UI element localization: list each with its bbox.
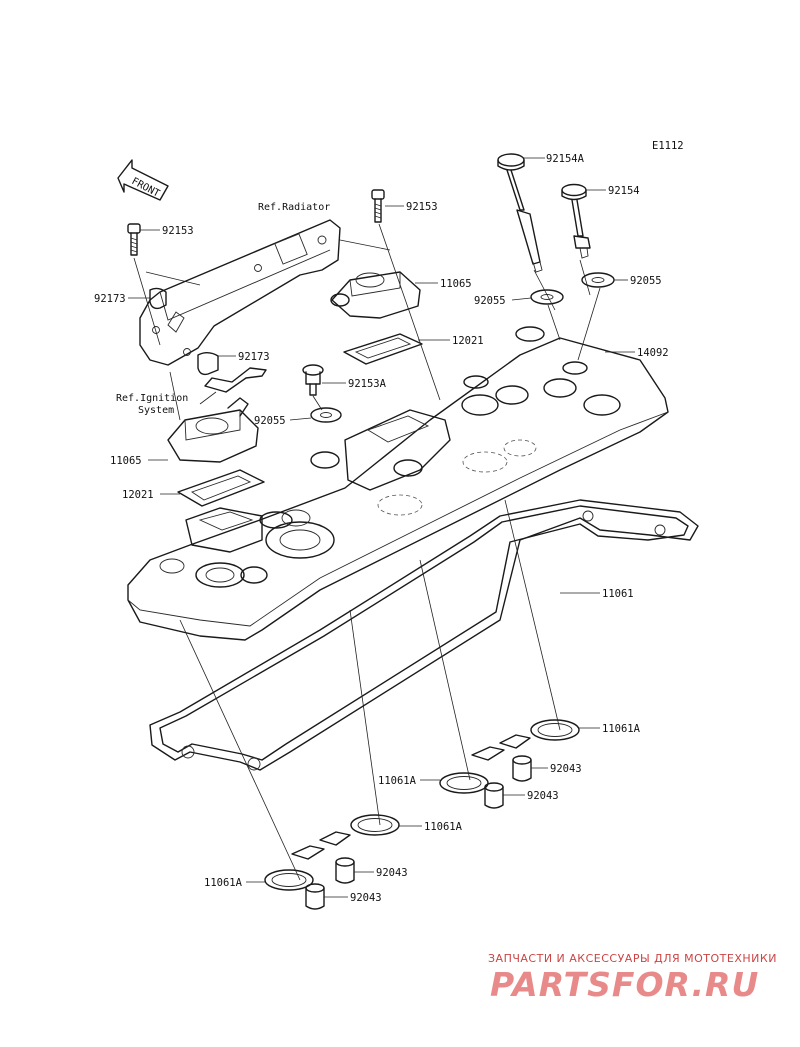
part-label-12021-right: 12021 bbox=[452, 335, 484, 347]
part-label-92043-1: 92043 bbox=[550, 763, 582, 775]
assembly-guide-lines bbox=[133, 223, 601, 881]
bolt-92154 bbox=[561, 183, 591, 259]
watermark-brand: PARTSFOR.RU bbox=[490, 965, 759, 1004]
clamp-92173-upper bbox=[149, 287, 167, 310]
dowel-92043-4 bbox=[305, 883, 325, 910]
part-label-92043-2: 92043 bbox=[527, 790, 559, 802]
leader-lines bbox=[128, 157, 635, 898]
plug-gasket-11061A-upper-right bbox=[471, 719, 580, 761]
gasket-12021-left bbox=[177, 469, 265, 507]
dowel-92043-2 bbox=[484, 782, 504, 809]
part-label-92055-mid: 92055 bbox=[254, 415, 286, 427]
part-label-92154A: 92154A bbox=[546, 153, 585, 165]
watermark: ЗАПЧАСТИ И АКСЕССУАРЫ ДЛЯ МОТОТЕХНИКИ PA… bbox=[488, 952, 777, 1004]
ref-ignition-label-line1: Ref.Ignition bbox=[116, 393, 188, 404]
part-label-92153-left: 92153 bbox=[162, 225, 194, 237]
washer-92055-mid-right bbox=[530, 289, 564, 305]
plug-gasket-11061A-upper-left bbox=[291, 814, 400, 860]
part-label-92173-b: 92173 bbox=[238, 351, 270, 363]
part-label-11065-right: 11065 bbox=[440, 278, 472, 290]
plug-gasket-11061A-lower-left bbox=[264, 869, 314, 891]
part-label-11065-left: 11065 bbox=[110, 455, 142, 467]
part-label-11061A-4: 11061A bbox=[204, 877, 243, 889]
radiator-bracket bbox=[139, 219, 341, 366]
ignition-bracket bbox=[204, 367, 267, 393]
part-label-92043-3: 92043 bbox=[376, 867, 408, 879]
dowel-92043-3 bbox=[335, 857, 355, 884]
front-arrow-icon: FRONT bbox=[117, 159, 169, 201]
breather-cover-11065-left bbox=[167, 397, 259, 463]
part-label-92153A: 92153A bbox=[348, 378, 387, 390]
bolt-92153A bbox=[302, 364, 324, 396]
watermark-tagline: ЗАПЧАСТИ И АКСЕССУАРЫ ДЛЯ МОТОТЕХНИКИ bbox=[488, 952, 777, 965]
dowel-92043-1 bbox=[512, 755, 532, 782]
part-label-12021-left: 12021 bbox=[122, 489, 154, 501]
clamp-92173-lower bbox=[197, 352, 219, 376]
part-label-92043-4: 92043 bbox=[350, 892, 382, 904]
part-label-92055-r2: 92055 bbox=[630, 275, 662, 287]
gasket-12021-right bbox=[343, 333, 423, 365]
head-cover-gasket-11061 bbox=[149, 499, 699, 771]
plug-gasket-11061A-lower-right bbox=[439, 772, 489, 794]
ref-radiator-label: Ref.Radiator bbox=[258, 202, 330, 213]
part-label-92055-r1: 92055 bbox=[474, 295, 506, 307]
part-label-92153-top: 92153 bbox=[406, 201, 438, 213]
bolt-92154A bbox=[497, 153, 543, 273]
bolt-92153-left bbox=[127, 223, 141, 256]
breather-cover-11065-right bbox=[330, 271, 421, 319]
bolt-92153-top bbox=[371, 189, 385, 223]
cylinder-head-cover-14092 bbox=[127, 326, 669, 641]
part-label-92173-a: 92173 bbox=[94, 293, 126, 305]
washer-92055-center bbox=[310, 407, 342, 423]
diagram-code: E1112 bbox=[652, 140, 684, 152]
ref-ignition-label-line2: System bbox=[138, 405, 174, 416]
part-label-11061A-3: 11061A bbox=[424, 821, 463, 833]
part-label-14092: 14092 bbox=[637, 347, 669, 359]
part-label-92154: 92154 bbox=[608, 185, 640, 197]
part-label-11061A-1: 11061A bbox=[602, 723, 641, 735]
part-label-11061A-2: 11061A bbox=[378, 775, 417, 787]
part-label-11061: 11061 bbox=[602, 588, 634, 600]
